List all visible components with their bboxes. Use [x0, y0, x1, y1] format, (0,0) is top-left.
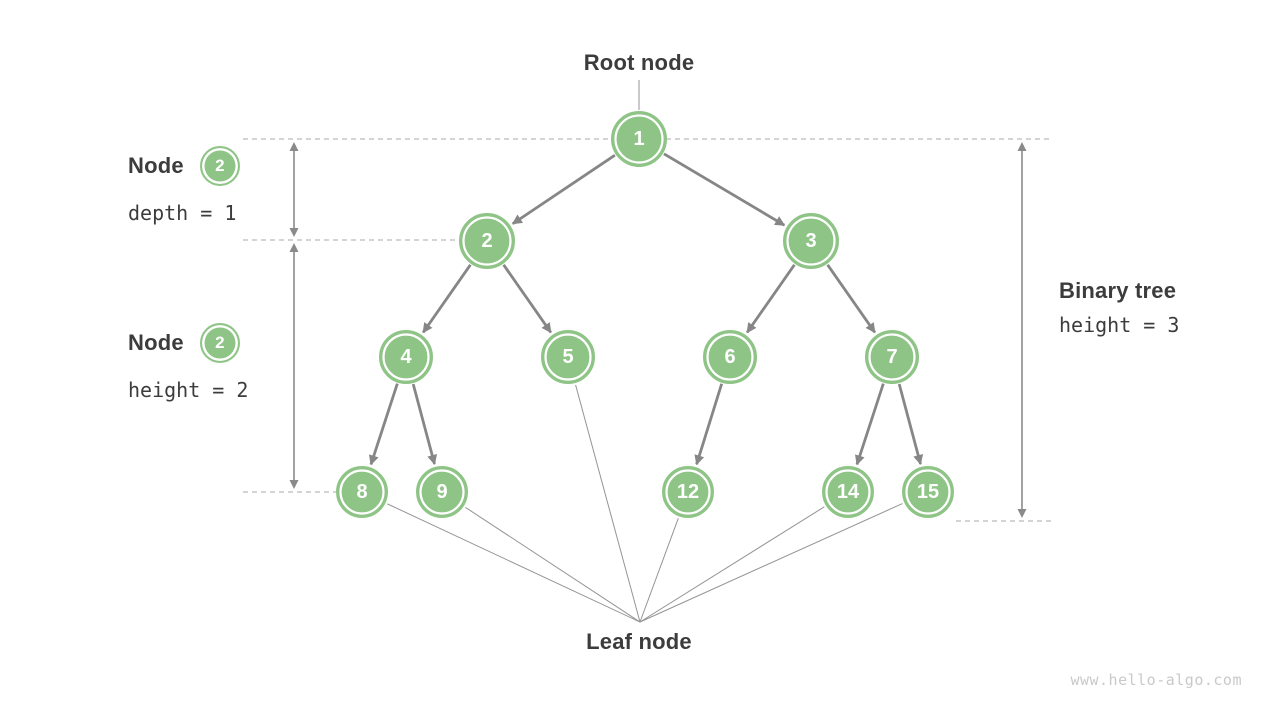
- leaf-node-label: Leaf node: [586, 629, 692, 654]
- tree-node-6: 6: [703, 330, 757, 384]
- tree-edge-6-12: [694, 383, 724, 466]
- depth-formula: depth = 1: [128, 201, 237, 225]
- root-node-label: Root node: [583, 50, 695, 75]
- tree-node-5: 5: [541, 330, 595, 384]
- node-badge-circle: 2: [199, 323, 240, 363]
- node-badge-value: 2: [215, 156, 225, 175]
- tree-node-value: 2: [481, 230, 492, 252]
- node-word-label: Node: [128, 330, 184, 355]
- leaf-pointer-line: [639, 518, 679, 623]
- tree-node-value: 12: [677, 481, 699, 503]
- tree-node-value: 3: [805, 230, 816, 252]
- tree-edge-2-5: [502, 263, 552, 334]
- tree-edge-1-2: [511, 153, 616, 225]
- node-word-label: Node: [128, 153, 184, 178]
- node-badge-value: 2: [215, 333, 225, 352]
- measure-arrow: [289, 243, 299, 489]
- node-depth-annotation: Node 2 depth = 1: [128, 146, 240, 225]
- leaf-pointer-line: [639, 503, 903, 623]
- tree-height-formula: height = 3: [1059, 313, 1180, 337]
- watermark: www.hello-algo.com: [1070, 671, 1242, 689]
- tree-node-value: 4: [400, 346, 412, 368]
- tree-node-14: 14: [822, 466, 874, 518]
- tree-node-value: 8: [356, 481, 367, 503]
- node-height-annotation: Node 2 height = 2: [128, 323, 248, 402]
- tree-node-1: 1: [611, 111, 667, 167]
- tree-node-4: 4: [379, 330, 433, 384]
- tree-edge-7-14: [855, 383, 885, 466]
- tree-node-value: 9: [436, 481, 447, 503]
- tree-node-value: 14: [837, 481, 860, 503]
- leaf-pointer-line: [639, 506, 825, 623]
- tree-edge-3-7: [826, 263, 876, 334]
- tree-edge-1-3: [663, 152, 786, 227]
- leaf-pointer-line: [575, 384, 641, 623]
- tree-height-annotation: Binary tree height = 3: [1059, 278, 1179, 337]
- binary-tree-label: Binary tree: [1059, 278, 1177, 303]
- leaf-pointer-line: [465, 506, 641, 623]
- tree-node-value: 5: [562, 346, 573, 368]
- tree-edge-4-9: [411, 383, 438, 465]
- tree-edge-2-4: [422, 263, 472, 334]
- tree-edge-7-15: [897, 383, 924, 465]
- tree-node-value: 6: [724, 346, 735, 368]
- tree-node-9: 9: [416, 466, 468, 518]
- tree-node-7: 7: [865, 330, 919, 384]
- tree-edge-3-6: [746, 263, 796, 334]
- tree-node-15: 15: [902, 466, 954, 518]
- tree-node-2: 2: [459, 213, 515, 269]
- node-height-formula: height = 2: [128, 378, 249, 402]
- measure-arrow: [289, 142, 299, 237]
- tree-node-8: 8: [336, 466, 388, 518]
- node-badge-circle: 2: [199, 146, 240, 186]
- tree-node-value: 7: [886, 346, 897, 368]
- tree-edge-4-8: [369, 383, 399, 466]
- tree-node-12: 12: [662, 466, 714, 518]
- tree-node-value: 1: [633, 128, 644, 150]
- tree-node-3: 3: [783, 213, 839, 269]
- measure-arrow: [1017, 142, 1027, 518]
- leaf-pointer-line: [387, 503, 641, 623]
- tree-node-value: 15: [917, 481, 939, 503]
